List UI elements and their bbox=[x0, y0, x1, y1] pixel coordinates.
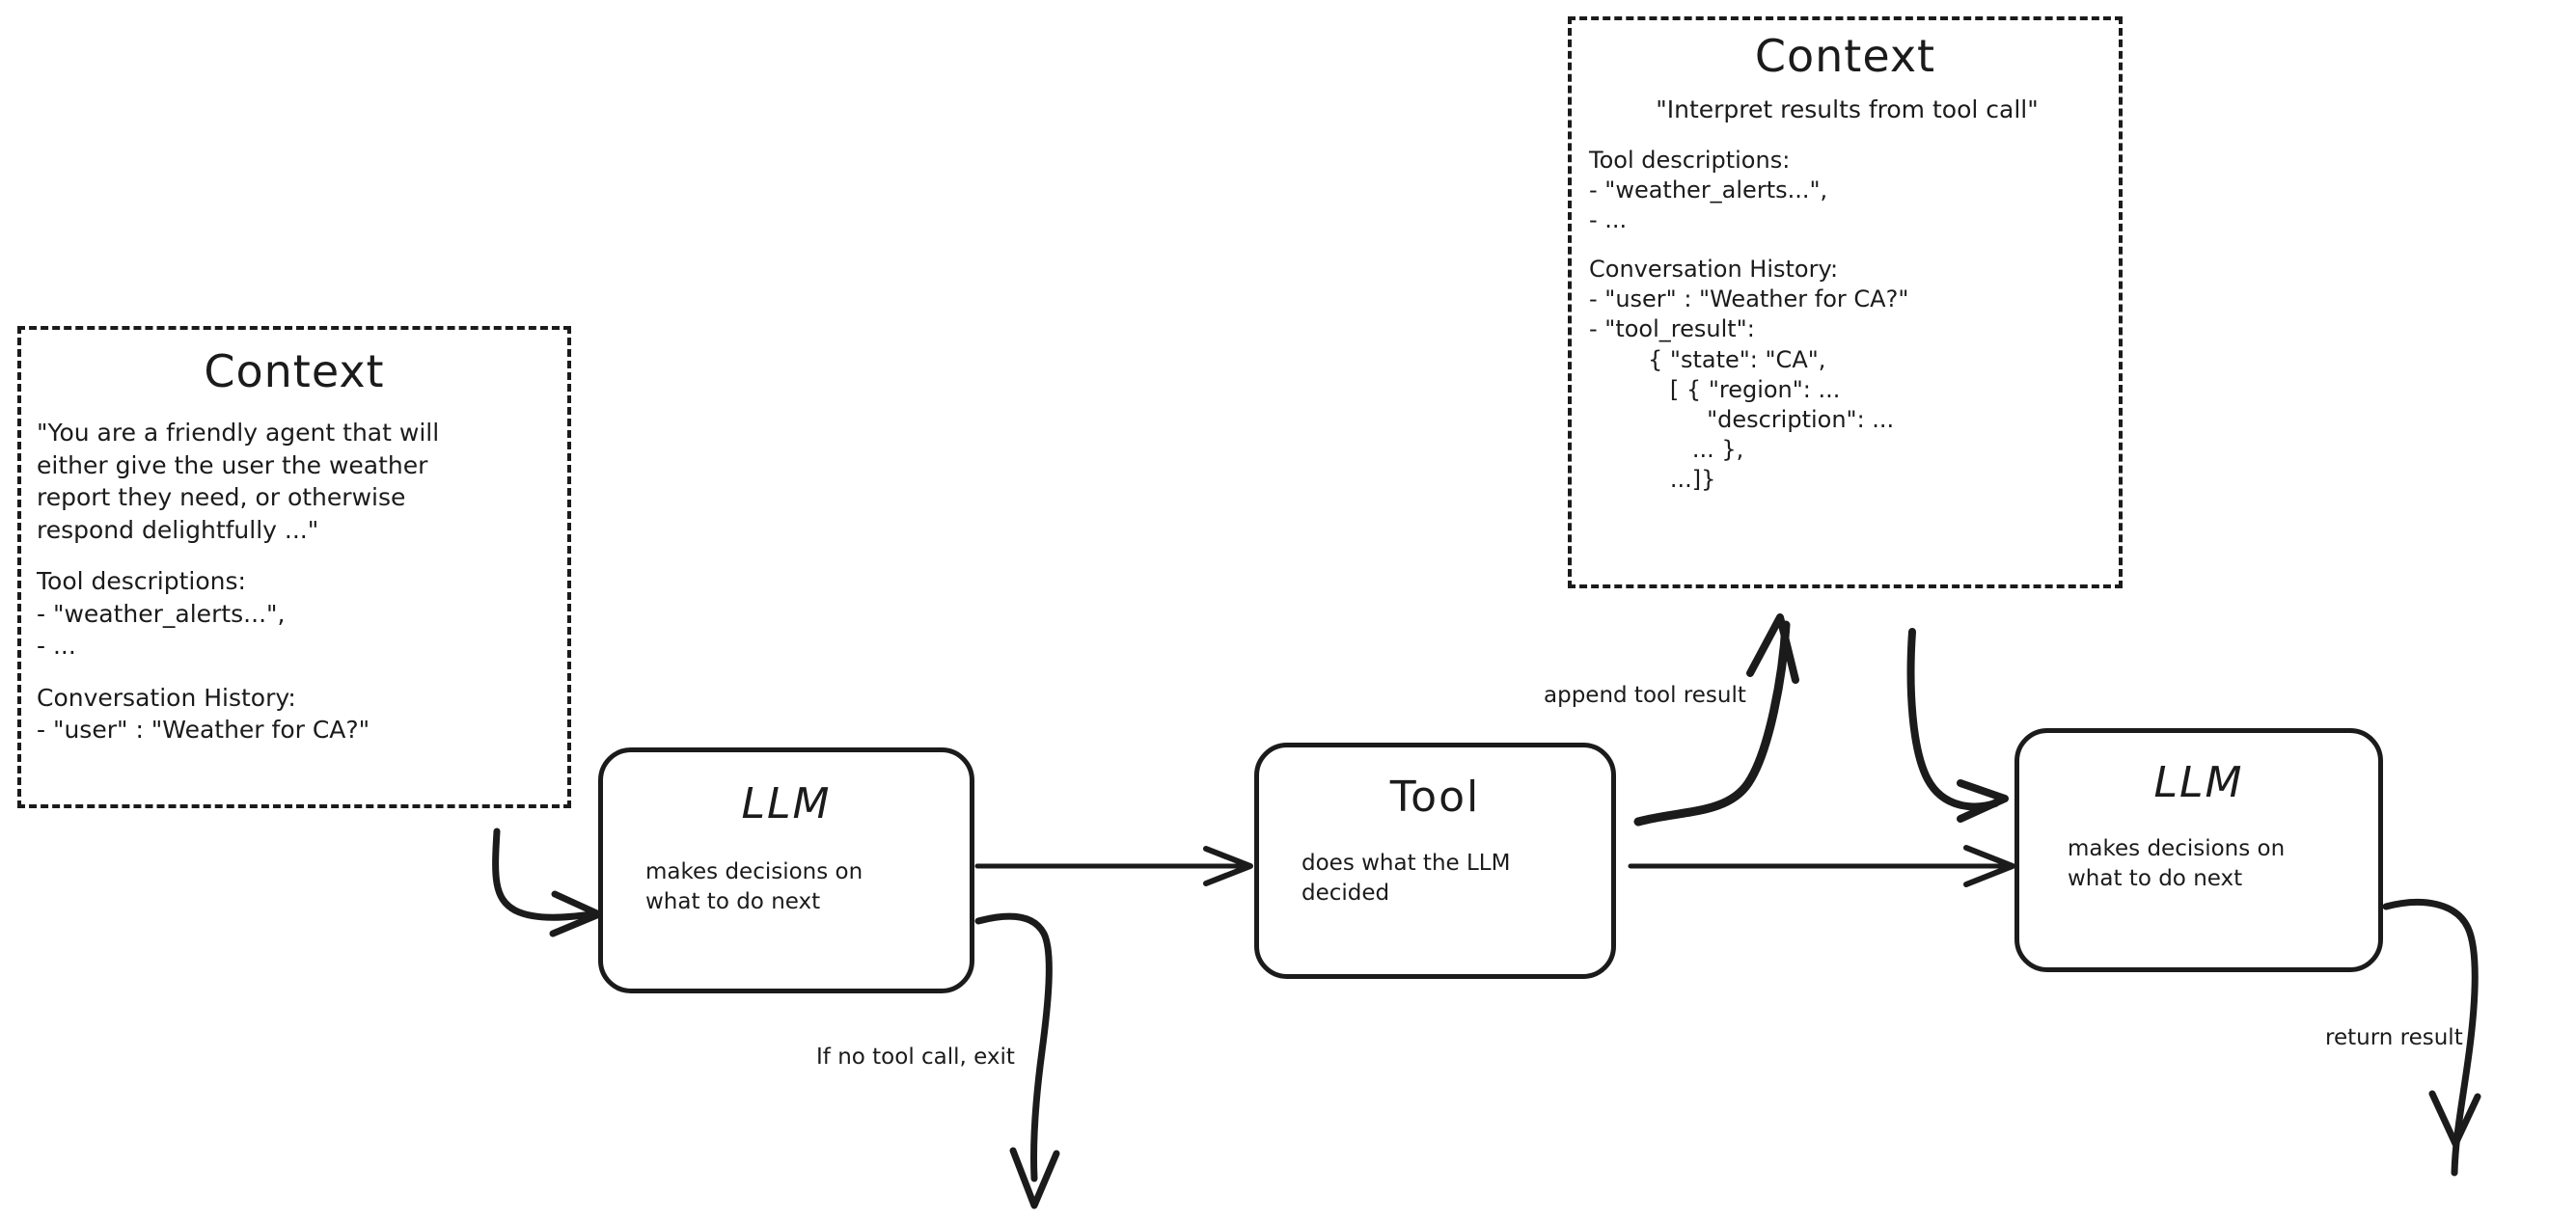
spacer bbox=[37, 663, 552, 682]
edge-label-exit: If no tool call, exit bbox=[816, 1045, 1015, 1070]
edge-label-return-result: return result bbox=[2325, 1025, 2463, 1050]
context-right-title: Context bbox=[1754, 30, 1936, 82]
context-left-tool-items: - "weather_alerts...", - ... bbox=[37, 599, 286, 661]
context-right-tools-header: Tool descriptions: bbox=[1589, 146, 1791, 174]
context-box-left: Context "You are a friendly agent that w… bbox=[17, 326, 571, 808]
node-llm-first-subtitle: makes decisions on what to do next bbox=[645, 859, 863, 915]
spacer bbox=[1589, 126, 2105, 146]
edge-tool-append-result bbox=[1633, 613, 1799, 827]
node-llm-second-subtitle: makes decisions on what to do next bbox=[2068, 836, 2286, 892]
context-right-tool-result: - "tool_result": { "state": "CA", [ { "r… bbox=[1589, 315, 1895, 494]
node-tool[interactable]: Tool does what the LLM decided bbox=[1254, 743, 1616, 979]
edge-context-to-llm2 bbox=[1906, 628, 2009, 823]
context-left-history-header: Conversation History: bbox=[37, 683, 296, 712]
node-llm-first-title: LLM bbox=[741, 779, 832, 828]
node-llm-second-title: LLM bbox=[2153, 758, 2244, 807]
context-left-system-prompt: "You are a friendly agent that will eith… bbox=[37, 419, 440, 544]
edge-context-to-llm1 bbox=[492, 828, 603, 937]
edge-llm1-to-tool bbox=[974, 846, 1253, 886]
context-left-title: Context bbox=[204, 345, 385, 397]
context-left-history-items: - "user" : "Weather for CA?" bbox=[37, 716, 370, 744]
context-left-tools-header: Tool descriptions: bbox=[37, 567, 246, 595]
context-right-history-header: Conversation History: bbox=[1589, 256, 1839, 284]
context-right-system-prompt: "Interpret results from tool call" bbox=[1656, 95, 2039, 123]
node-llm-second[interactable]: LLM makes decisions on what to do next bbox=[2014, 728, 2383, 972]
node-tool-subtitle: does what the LLM decided bbox=[1302, 851, 1511, 907]
spacer bbox=[37, 546, 552, 565]
edge-label-append-tool-result: append tool result bbox=[1544, 683, 1746, 708]
node-tool-title: Tool bbox=[1389, 773, 1481, 822]
spacer bbox=[1589, 235, 2105, 255]
context-right-history-items: - "user" : "Weather for CA?" bbox=[1589, 285, 1909, 313]
context-right-tool-items: - "weather_alerts...", - ... bbox=[1589, 176, 1828, 233]
node-llm-first[interactable]: LLM makes decisions on what to do next bbox=[598, 747, 974, 993]
edge-tool-to-llm2 bbox=[1628, 845, 2015, 887]
context-box-right: Context "Interpret results from tool cal… bbox=[1568, 16, 2123, 588]
